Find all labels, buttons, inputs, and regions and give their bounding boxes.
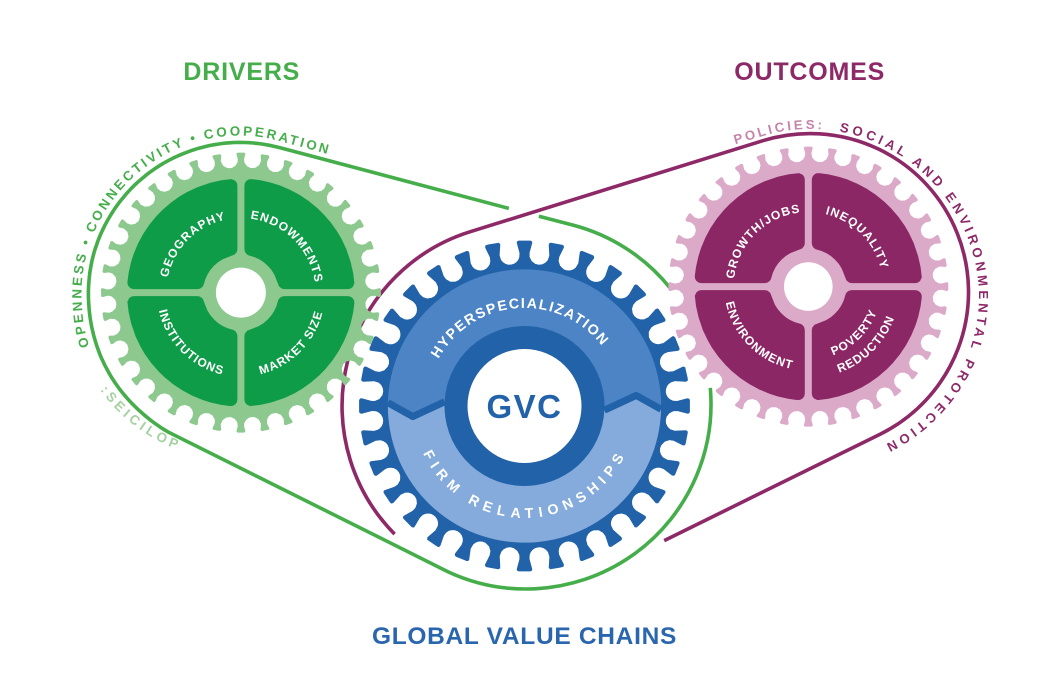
svg-text:DRIVERS: DRIVERS [183, 58, 300, 86]
svg-text:GVC: GVC [486, 388, 562, 425]
svg-text:GLOBAL VALUE CHAINS: GLOBAL VALUE CHAINS [372, 623, 677, 650]
svg-text:OUTCOMES: OUTCOMES [734, 58, 885, 86]
